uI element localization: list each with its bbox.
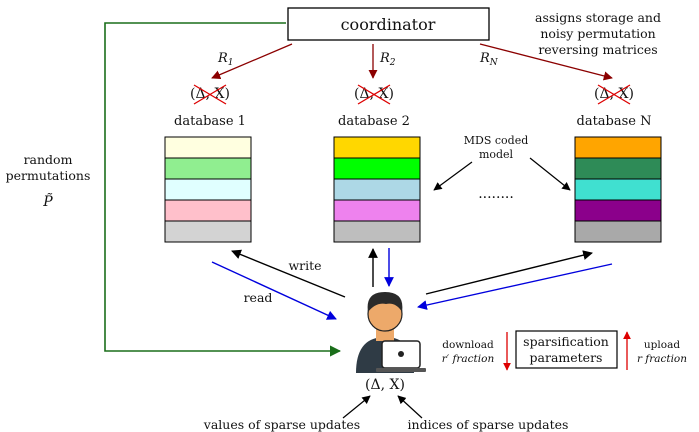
crossed-pair-db1: (Δ, X) [190,84,230,105]
random-permutations-symbol: P̃ [42,192,53,210]
database-block [164,178,252,201]
user-pair: (Δ, X) [365,377,405,393]
arrow-read-dbn [417,263,613,310]
upload-label: upload r fraction [637,339,687,365]
database-block [164,220,252,243]
download-line-1: download [442,339,494,351]
label-r2: R2 [379,51,396,68]
database-block [574,199,662,222]
database-block [333,157,421,180]
mds-label-line-2: model [479,148,514,161]
database-block [574,220,662,243]
arrow-coordinator-dbn [479,43,613,81]
database-2-label: database 2 [338,114,410,129]
download-line-2: r′ fraction [442,353,495,365]
database-1-label: database 1 [174,114,246,129]
arrow-coordinator-db1 [211,43,293,79]
coordinator-note-line-1: assigns storage and [535,10,661,25]
arrow-indices [397,395,423,419]
database-block [333,220,421,243]
coordinator-note-line-3: reversing matrices [538,42,657,57]
coordinator-node: coordinator [287,7,490,41]
database-block [333,136,421,159]
laptop-icon [376,340,426,372]
arrow-write-dbn [425,250,593,295]
database-1-stack [164,136,252,243]
random-permutations-line-2: permutations [6,168,91,183]
database-block [574,157,662,180]
coordinator-note-line-2: noisy permutation [540,26,655,41]
coordinator-label: coordinator [341,15,436,34]
mds-label: MDS coded model [464,134,529,161]
values-label: values of sparse updates [203,417,360,432]
indices-label: indices of sparse updates [408,417,569,432]
sparsification-line-2: parameters [530,350,603,365]
ellipsis: ........ [478,186,514,202]
database-block [574,178,662,201]
arrow-random-permutations [104,22,342,357]
arrow-mds-db2 [433,161,473,191]
database-n-label: database N [577,114,652,129]
random-permutations-label: random permutations P̃ [6,152,91,210]
upload-line-1: upload [644,339,680,351]
arrow-mds-dbn [529,157,571,191]
database-block [333,199,421,222]
database-block [164,157,252,180]
crossed-pair-dbn: (Δ, X) [594,84,634,105]
random-permutations-line-1: random [24,152,73,167]
database-2-stack [333,136,421,243]
arrow-write-db1 [231,249,346,298]
arrow-read-db1 [211,261,337,320]
database-block [574,136,662,159]
sparsification-line-1: sparsification [523,334,609,349]
database-block [164,136,252,159]
upload-line-2: r fraction [637,353,687,365]
write-label: write [288,258,321,273]
database-n-stack [574,136,662,243]
download-label: download r′ fraction [442,339,495,365]
label-r1: R1 [217,51,234,68]
label-rn: RN [479,51,499,68]
sparsification-box: sparsification parameters [515,330,618,369]
database-block [164,199,252,222]
read-label: read [244,290,273,305]
crossed-pair-db2: (Δ, X) [354,84,394,105]
coordinator-note: assigns storage and noisy permutation re… [535,10,661,57]
arrow-values [342,395,371,419]
database-block [333,178,421,201]
mds-label-line-1: MDS coded [464,134,529,147]
